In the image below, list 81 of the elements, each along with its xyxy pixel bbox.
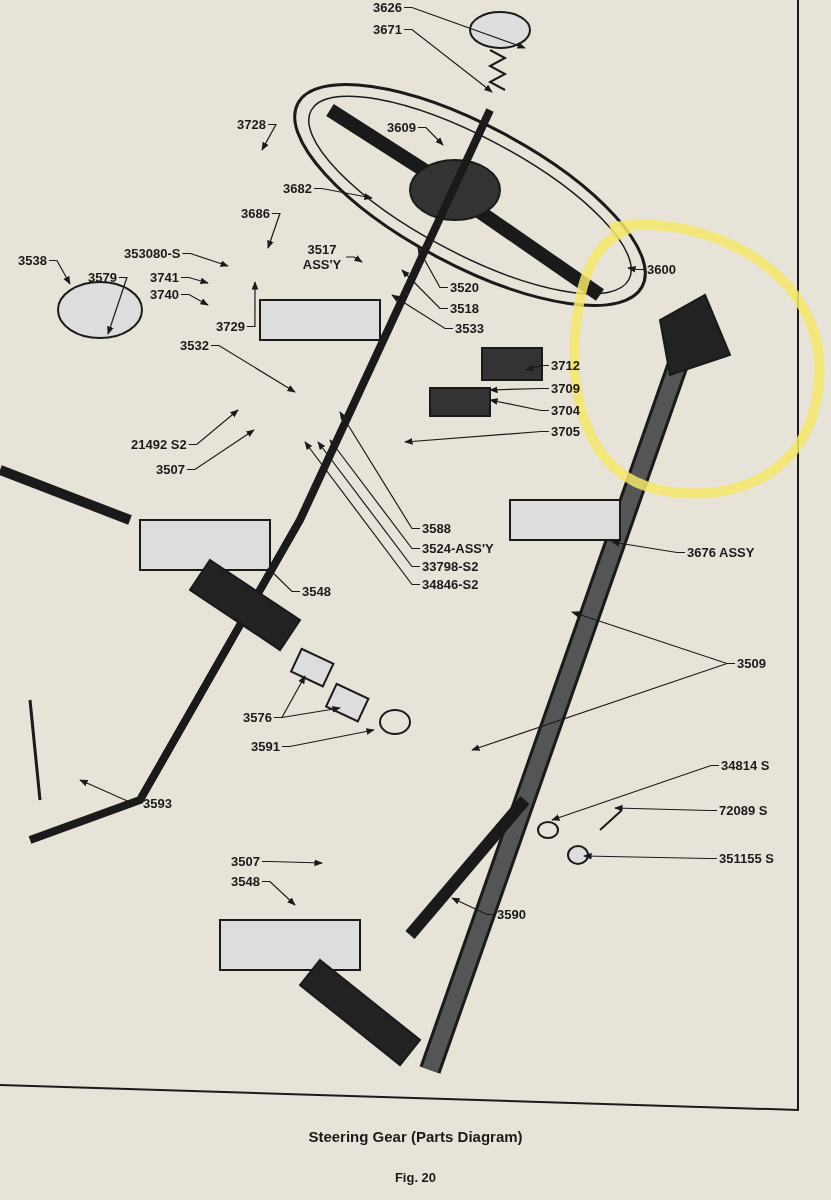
callout-number: 3507 <box>156 462 185 477</box>
callout-number: 3671 <box>373 22 402 37</box>
leader-line <box>417 247 449 289</box>
leader-line <box>403 28 493 93</box>
callout-number: 3728 <box>237 117 266 132</box>
callout-number: 72089 S <box>719 803 768 818</box>
leader-line <box>188 409 239 446</box>
callout-number: 3548 <box>231 874 260 889</box>
leader-line <box>107 276 128 335</box>
leader-line <box>48 259 71 285</box>
leader-line <box>583 852 718 860</box>
leader-line <box>614 804 718 812</box>
leader-line <box>261 859 323 867</box>
callout-number: 3532 <box>180 338 209 353</box>
callout-number: 3520 <box>450 280 479 295</box>
callout-number: 351155 S <box>719 851 774 866</box>
leader-line <box>345 255 363 263</box>
leader-line <box>261 123 277 151</box>
figure-number: Fig. 20 <box>393 1170 438 1185</box>
callout-number: 3524-ASS'Y <box>422 541 494 556</box>
figure-caption: Steering Gear (Parts Diagram) <box>307 1128 524 1145</box>
callout-number: 3591 <box>251 739 280 754</box>
leader-line <box>261 880 296 906</box>
leader-line <box>329 439 421 550</box>
leader-line <box>451 897 496 916</box>
leader-line <box>180 293 209 306</box>
leader-line <box>180 276 209 285</box>
leader-line <box>267 212 281 249</box>
leader-line <box>281 728 375 748</box>
callout-number: 3548 <box>302 584 331 599</box>
callout-number: 3533 <box>455 321 484 336</box>
callout-number: 3740 <box>150 287 179 302</box>
callout-number: 3600 <box>647 262 676 277</box>
leader-line <box>401 269 449 310</box>
callout-number: 34846-S2 <box>422 577 479 592</box>
leader-line <box>551 764 720 821</box>
leader-line <box>304 441 421 586</box>
leader-line <box>404 430 550 445</box>
leader-line <box>246 281 259 328</box>
leader-line <box>417 126 444 146</box>
callout-number: 3538 <box>18 253 47 268</box>
leader-line <box>391 294 454 330</box>
leader-line <box>471 662 736 751</box>
leader-line <box>317 441 421 568</box>
leader-line <box>525 364 550 372</box>
callout-number: 3507 <box>231 854 260 869</box>
leader-line <box>489 398 550 412</box>
callout-number: 3686 <box>241 206 270 221</box>
callout-number: 3712 <box>551 358 580 373</box>
leader-line <box>403 6 526 49</box>
callout-number: 3676 ASSY <box>687 545 755 560</box>
callout-number: 3626 <box>373 0 402 15</box>
callout-number: 3709 <box>551 381 580 396</box>
callout-number: 3593 <box>143 796 172 811</box>
callout-number: 3682 <box>283 181 312 196</box>
leader-line <box>273 705 341 719</box>
callout-number: 3579 <box>88 270 117 285</box>
callout-number: 21492 S2 <box>131 437 187 452</box>
callout-number: 3609 <box>387 120 416 135</box>
leader-line <box>181 252 229 267</box>
callout-number: 3704 <box>551 403 580 418</box>
callout-number: 3518 <box>450 301 479 316</box>
leader-line <box>627 265 646 273</box>
callout-number: 3741 <box>150 270 179 285</box>
callout-number: 3576 <box>243 710 272 725</box>
callout-number: 3517 ASS'Y <box>300 242 344 272</box>
callout-number: 353080-S <box>124 246 181 261</box>
callout-number: 3729 <box>216 319 245 334</box>
callout-number: 3509 <box>737 656 766 671</box>
leader-line <box>267 567 301 593</box>
callout-number: 34814 S <box>721 758 770 773</box>
leader-line <box>210 344 296 393</box>
callout-number: 3588 <box>422 521 451 536</box>
leader-line <box>489 386 550 394</box>
leader-line <box>339 411 421 530</box>
leader-line <box>313 187 373 200</box>
callout-number: 3590 <box>497 907 526 922</box>
callout-number: 3705 <box>551 424 580 439</box>
leader-line <box>611 539 686 554</box>
callout-number: 33798-S2 <box>422 559 479 574</box>
leader-line <box>186 429 255 471</box>
